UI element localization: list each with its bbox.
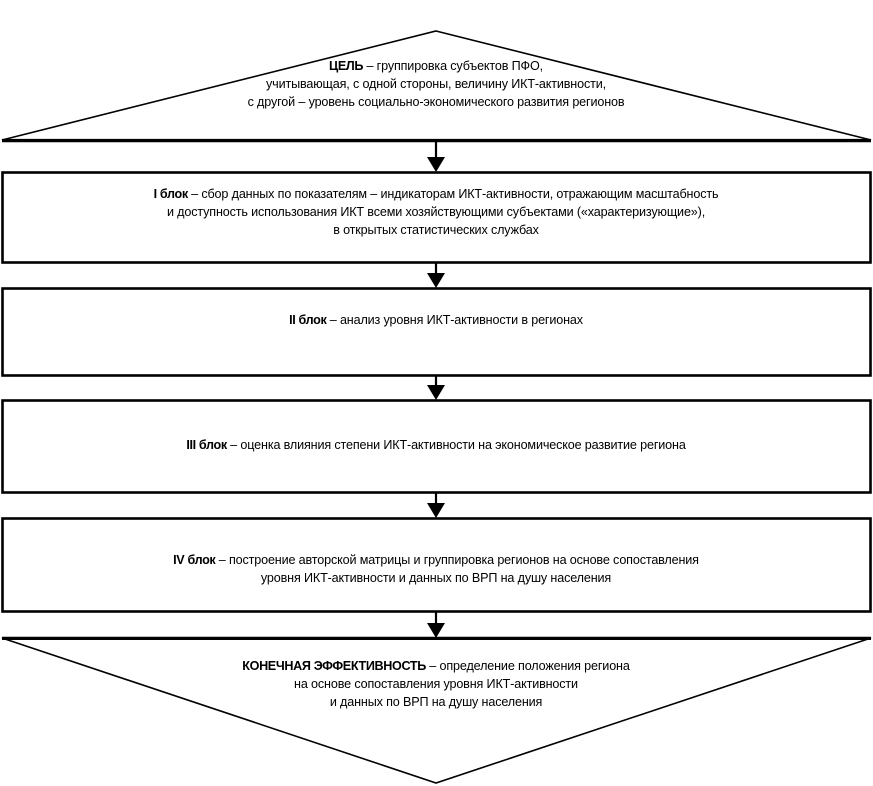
goal-label: ЦЕЛЬ – группировка субъектов ПФО, учитыв… <box>106 58 766 112</box>
arrow-block3-to-block4 <box>427 493 445 518</box>
block3-label: III блок – оценка влияния степени ИКТ-ак… <box>46 437 826 455</box>
arrow-block4-to-result <box>427 612 445 638</box>
result-label: КОНЕЧНАЯ ЭФФЕКТИВНОСТЬ – определение пол… <box>136 658 736 712</box>
arrow-block1-to-block2 <box>427 263 445 288</box>
block1-label: I блок – сбор данных по показателям – ин… <box>56 186 816 240</box>
block2-label: II блок – анализ уровня ИКТ-активности в… <box>56 312 816 330</box>
result-lead: КОНЕЧНАЯ ЭФФЕКТИВНОСТЬ <box>242 659 426 673</box>
result-body: – определение положения региона на основ… <box>294 659 630 709</box>
block1-body: – сбор данных по показателям – индикатор… <box>166 187 719 237</box>
goal-lead: ЦЕЛЬ <box>329 59 364 73</box>
arrow-block2-to-block3 <box>427 376 445 400</box>
block3-lead: III блок <box>186 438 227 452</box>
block1-lead: I блок <box>153 187 189 201</box>
block4-lead: IV блок <box>173 553 216 567</box>
block2-lead: II блок <box>289 313 327 327</box>
block2-body: – анализ уровня ИКТ-активности в региона… <box>326 313 583 327</box>
goal-body: – группировка субъектов ПФО, учитывающая… <box>247 59 625 109</box>
arrow-goal-to-block1 <box>427 142 445 172</box>
block4-body: – построение авторской матрицы и группир… <box>218 553 699 585</box>
block4-label: IV блок – построение авторской матрицы и… <box>56 552 816 588</box>
block3-body: – оценка влияния степени ИКТ-активности … <box>226 438 686 452</box>
block2-shape[interactable] <box>1 287 872 377</box>
